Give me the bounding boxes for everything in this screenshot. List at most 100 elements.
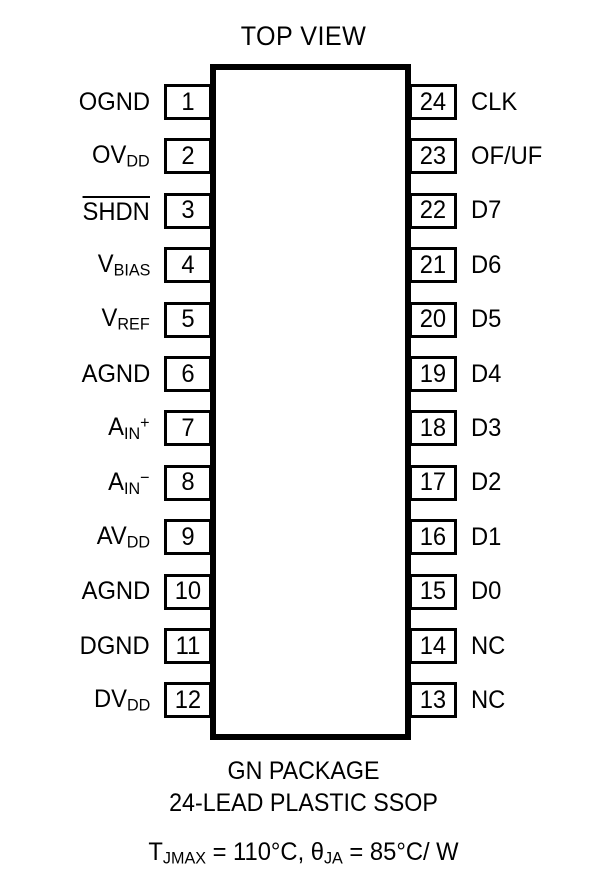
pin-row-17: 17 D2	[409, 464, 607, 501]
pin-number-box-8: 8	[164, 464, 212, 501]
tjmax-subscript: JMAX	[162, 848, 206, 868]
active-low-overline: SHDN	[82, 196, 150, 227]
pin-number-12: 12	[174, 685, 202, 714]
pin-number-16: 16	[419, 522, 447, 551]
pin-number-8: 8	[181, 468, 195, 497]
theta-symbol: θ	[310, 838, 324, 866]
pin-label-D7: D7	[471, 196, 502, 225]
pin-number-box-24: 24	[409, 84, 457, 120]
pin-number-box-21: 21	[409, 247, 457, 284]
pin-label-superscript: −	[140, 467, 150, 487]
pin-row-8: AIN− 8	[0, 464, 212, 501]
pin-label-CLK: CLK	[471, 87, 518, 116]
pin-number-box-10: 10	[164, 573, 212, 610]
pin-number-box-13: 13	[409, 682, 457, 719]
pin-label-NC: NC	[471, 631, 506, 660]
pin-row-3: SHDN 3	[0, 192, 212, 229]
pin-row-18: 18 D3	[409, 410, 607, 447]
pin-label-superscript: +	[140, 413, 150, 433]
tjmax-symbol: T	[148, 838, 163, 866]
pin-row-11: DGND 11	[0, 628, 212, 664]
pin-label-D4: D4	[471, 359, 502, 388]
pin-number-box-19: 19	[409, 356, 457, 392]
pin-label-OFUF: OF/UF	[471, 141, 543, 170]
pin-number-box-17: 17	[409, 464, 457, 501]
pin-number-11: 11	[175, 631, 201, 660]
pin-row-12: DVDD 12	[0, 682, 212, 719]
pin-number-box-1: 1	[164, 84, 212, 120]
pin-number-box-14: 14	[409, 628, 457, 664]
pin-number-22: 22	[419, 196, 447, 225]
pin-number-21: 21	[419, 250, 447, 279]
pin-number-box-22: 22	[409, 192, 457, 229]
pin-label-subscript: IN	[124, 424, 141, 444]
thermal-spec: TJMAX = 110°C, θJA = 85°C/ W	[15, 838, 592, 869]
pin-label-AGND: AGND	[81, 359, 150, 388]
pin-number-7: 7	[181, 413, 195, 442]
pin-row-9: AVDD 9	[0, 519, 212, 556]
pin-label-AIN: AIN+	[108, 413, 150, 444]
pin-label-subscript: IN	[124, 478, 141, 498]
theta-value: = 85°C/ W	[342, 838, 459, 866]
pin-label-AIN: AIN−	[108, 467, 150, 498]
pin-number-2: 2	[181, 141, 195, 170]
pin-number-box-5: 5	[164, 301, 212, 338]
pin-label-D6: D6	[471, 250, 502, 279]
pin-label-subscript: DD	[126, 695, 150, 715]
pin-label-OGND: OGND	[78, 87, 150, 116]
pin-label-VREF: VREF	[101, 304, 150, 334]
pin-number-15: 15	[419, 577, 447, 606]
pin-number-box-7: 7	[164, 410, 212, 447]
pin-label-VBIAS: VBIAS	[97, 249, 150, 280]
pin-number-1: 1	[181, 87, 195, 116]
pin-label-D3: D3	[471, 413, 502, 442]
theta-subscript: JA	[323, 848, 343, 868]
pin-number-13: 13	[419, 685, 447, 714]
pin-number-box-3: 3	[164, 192, 212, 229]
pin-row-22: 22 D7	[409, 192, 607, 229]
pin-number-box-16: 16	[409, 519, 457, 556]
pin-row-24: 24 CLK	[409, 84, 607, 120]
pin-number-14: 14	[419, 631, 447, 660]
pin-number-box-18: 18	[409, 410, 457, 447]
pin-row-10: AGND 10	[0, 573, 212, 610]
pin-row-16: 16 D1	[409, 519, 607, 556]
pin-label-DVDD: DVDD	[93, 685, 150, 715]
pin-number-23: 23	[419, 141, 447, 170]
pin-row-5: VREF 5	[0, 301, 212, 338]
pin-number-9: 9	[181, 522, 195, 551]
pin-label-AVDD: AVDD	[96, 521, 150, 552]
pin-label-subscript: BIAS	[113, 260, 150, 280]
pin-number-box-23: 23	[409, 138, 457, 175]
pin-number-box-2: 2	[164, 138, 212, 175]
package-name-line1: GN PACKAGE	[227, 757, 380, 785]
pin-number-box-11: 11	[164, 628, 212, 664]
pin-row-19: 19 D4	[409, 356, 607, 392]
pin-number-19: 19	[419, 359, 447, 388]
pin-label-SHDN: SHDN	[82, 196, 150, 227]
pin-number-24: 24	[419, 87, 447, 116]
pin-number-box-15: 15	[409, 573, 457, 610]
pin-number-17: 17	[419, 468, 447, 497]
pin-number-box-6: 6	[164, 356, 212, 392]
pin-label-subscript: REF	[117, 314, 150, 334]
tjmax-value: = 110°C,	[205, 838, 311, 866]
pin-label-D2: D2	[471, 468, 502, 497]
pin-row-23: 23 OF/UF	[409, 138, 607, 175]
pin-row-4: VBIAS 4	[0, 247, 212, 284]
pin-label-AGND: AGND	[81, 577, 150, 606]
pin-label-D5: D5	[471, 305, 502, 334]
pin-row-14: 14 NC	[409, 628, 607, 664]
pin-label-D1: D1	[471, 522, 502, 551]
pin-row-1: OGND 1	[0, 84, 212, 120]
pin-label-DGND: DGND	[80, 631, 150, 660]
pin-number-4: 4	[181, 250, 195, 279]
package-name-line2: 24-LEAD PLASTIC SSOP	[169, 789, 438, 817]
pin-number-box-4: 4	[164, 247, 212, 284]
pin-number-box-12: 12	[164, 682, 212, 719]
